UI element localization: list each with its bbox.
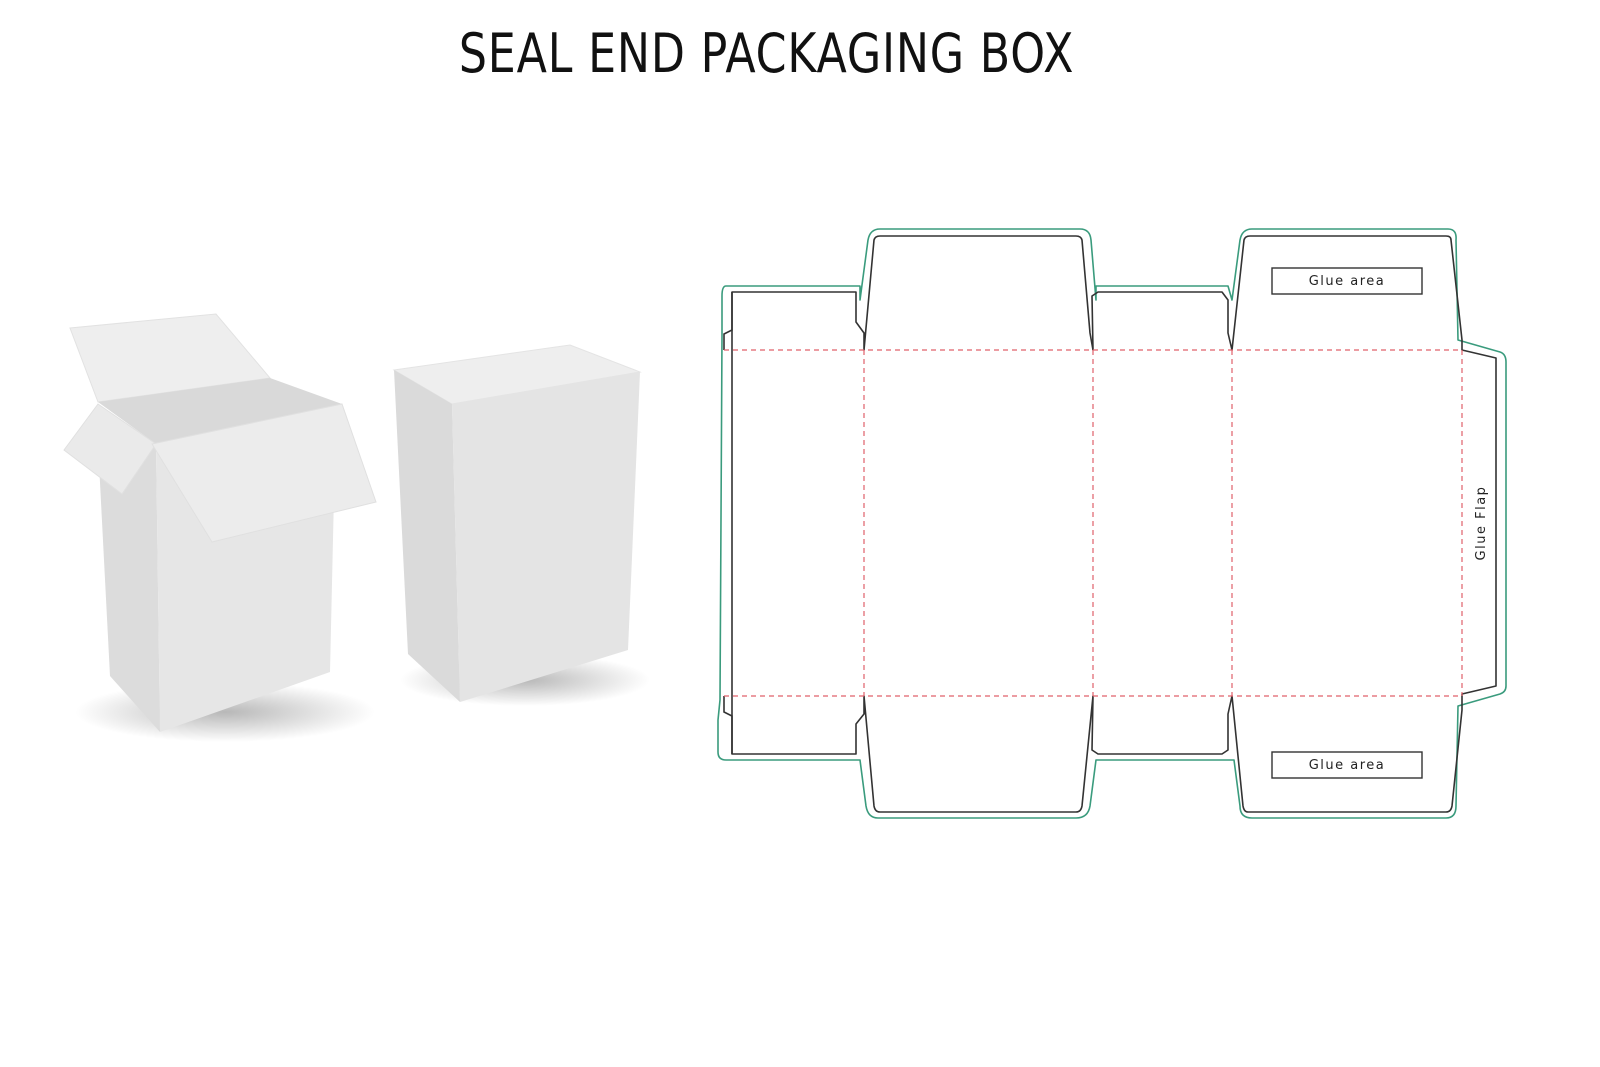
glue-flap-label: Glue Flap xyxy=(1474,486,1489,561)
open-box-illustration xyxy=(63,313,377,742)
glue-area-bottom-box xyxy=(1271,751,1423,779)
open-box-side-face xyxy=(98,444,160,732)
open-box-interior xyxy=(98,378,342,444)
glue-area-bottom-label: Glue area xyxy=(1309,758,1386,773)
left-edge-notches xyxy=(723,292,733,754)
closed-box-side-face xyxy=(394,370,460,702)
page-title: SEAL END PACKAGING BOX xyxy=(458,22,1075,85)
glue-area-top-box xyxy=(1271,267,1423,295)
cut-line xyxy=(731,235,1497,813)
closed-box-illustration xyxy=(392,344,650,706)
fold-lines xyxy=(724,349,1463,697)
bleed-line xyxy=(717,228,1507,819)
open-box-front-flap xyxy=(151,403,377,543)
closed-box-front-face xyxy=(452,372,640,702)
glue-area-top-label: Glue area xyxy=(1309,274,1386,289)
dieline: Glue area Glue area Glue Flap xyxy=(717,228,1507,819)
